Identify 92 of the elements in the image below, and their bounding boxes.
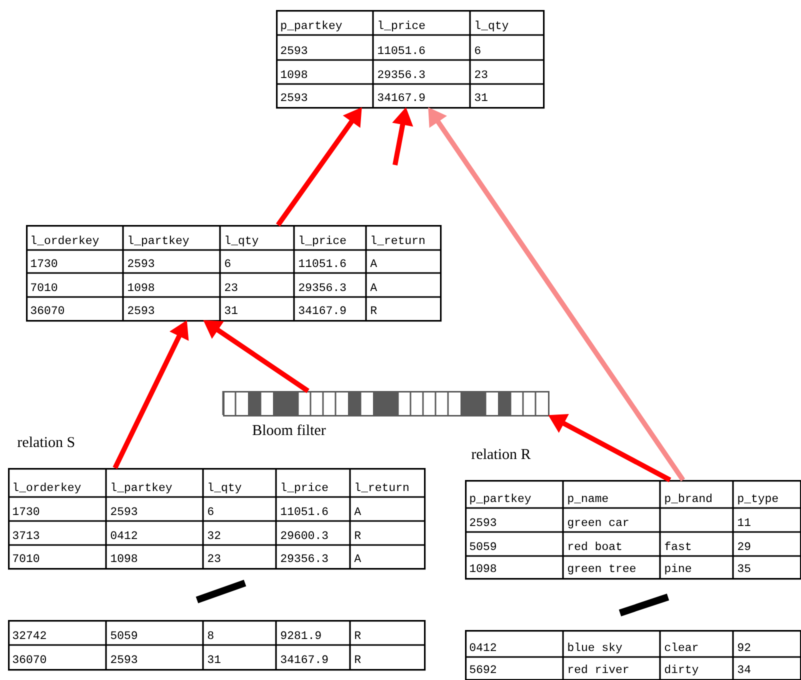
table-cell: 92: [738, 643, 750, 652]
table-cell: 5059: [470, 542, 496, 550]
table-cell: 31: [224, 306, 238, 314]
table-cell: 11051.6: [378, 46, 425, 54]
table-cell: 36070: [12, 655, 46, 664]
table-cell: R: [371, 306, 377, 314]
table-cell: A: [370, 259, 378, 267]
table-cell: 34167.9: [280, 655, 328, 664]
table-cell: 36070: [30, 306, 64, 314]
table-cell: 1098: [281, 70, 308, 78]
table-cell: p_partkey: [281, 20, 342, 32]
table-heading: relation S: [18, 436, 74, 448]
table-cell: blue sky: [568, 642, 622, 654]
table-cell: dirty: [664, 664, 698, 676]
table-cell: clear: [664, 642, 698, 652]
table-cell: fast: [664, 542, 691, 550]
table-cell: l_qty: [208, 482, 242, 494]
table-cell: 11051.6: [281, 507, 328, 516]
table-cell: pine: [665, 564, 692, 574]
table-cell: 29356.3: [281, 554, 328, 562]
table-cell: 7010: [31, 283, 58, 292]
table-cell: A: [354, 554, 362, 562]
table-cell: 2593: [111, 655, 138, 664]
table-cell: 31: [208, 655, 220, 664]
table-cell: 32: [208, 531, 220, 540]
table-cell: 31: [474, 93, 488, 102]
table-cell: l_partkey: [112, 482, 172, 494]
table-cell: l_qty: [476, 20, 508, 32]
table-cell: 34: [738, 665, 750, 674]
data-table: [8, 620, 426, 671]
table-cell: 3713: [12, 531, 40, 540]
table-cell: 11: [738, 518, 750, 526]
table-cell: p_type: [738, 494, 778, 504]
table-cell: 5059: [110, 631, 137, 640]
data-table: [276, 10, 545, 109]
table-cell: 2593: [470, 518, 496, 526]
table-cell: 0412: [470, 643, 496, 652]
table-cell: red river: [568, 664, 628, 674]
table-cell: 23: [475, 70, 488, 78]
data-table: [465, 630, 801, 680]
table-cell: 2593: [281, 93, 308, 102]
table-cell: green tree: [568, 564, 636, 574]
table-cell: 8: [208, 631, 214, 640]
table-cell: l_orderkey: [14, 482, 81, 494]
table-cell: 5692: [470, 665, 496, 674]
table-cell: 2593: [281, 46, 308, 54]
table-cell: 35: [738, 564, 750, 572]
table-cell: 34167.9: [298, 306, 346, 314]
table-cell: 1730: [31, 259, 58, 268]
table-cell: l_qty: [226, 236, 258, 246]
table-cell: p_brand: [665, 494, 712, 504]
table-cell: 23: [208, 554, 220, 562]
table-cell: red boat: [568, 542, 622, 550]
table-cell: l_orderkey: [32, 236, 99, 246]
table-cell: 1098: [470, 564, 496, 572]
table-cell: 11051.6: [299, 259, 346, 268]
table-cell: 34167.9: [378, 93, 425, 102]
table-cell: A: [370, 283, 378, 291]
table-cell: l_partkey: [128, 236, 189, 246]
table-cell: green car: [568, 520, 628, 528]
table-cell: R: [355, 631, 361, 639]
table-cell: 2593: [111, 507, 138, 516]
data-table: [26, 225, 442, 322]
table-cell: 1098: [111, 554, 138, 562]
table-cell: 9281.9: [281, 631, 321, 640]
table-cell: 2593: [128, 259, 154, 268]
table-cell: R: [355, 531, 361, 539]
table-cell: 29600.3: [281, 531, 328, 540]
table-cell: p_partkey: [470, 494, 531, 504]
table-cell: 1730: [13, 507, 40, 516]
table-cell: l_price: [300, 236, 346, 246]
table-cell: l_price: [282, 482, 328, 494]
table-cell: 6: [225, 259, 230, 268]
table-cell: l_return: [372, 236, 424, 246]
table-cell: 6: [475, 46, 480, 54]
table-cell: 2593: [128, 306, 154, 314]
table-cell: 29356.3: [378, 70, 425, 78]
table-cell: l_price: [378, 20, 425, 32]
table-cell: 29: [738, 542, 750, 550]
table-cell: A: [354, 507, 362, 515]
bloom-filter-label: Bloom filter: [252, 424, 326, 436]
table-cell: 7010: [13, 554, 40, 562]
table-cell: 6: [208, 507, 214, 516]
table-cell: R: [355, 655, 361, 663]
table-cell: l_return: [356, 482, 408, 492]
table-heading: relation R: [472, 448, 531, 460]
table-cell: 0412: [110, 531, 137, 540]
table-cell: p_name: [568, 496, 608, 504]
table-cell: 32742: [12, 631, 46, 640]
table-cell: 29356.3: [299, 283, 346, 292]
table-cell: 23: [225, 283, 238, 292]
table-cell: 1098: [128, 283, 154, 292]
